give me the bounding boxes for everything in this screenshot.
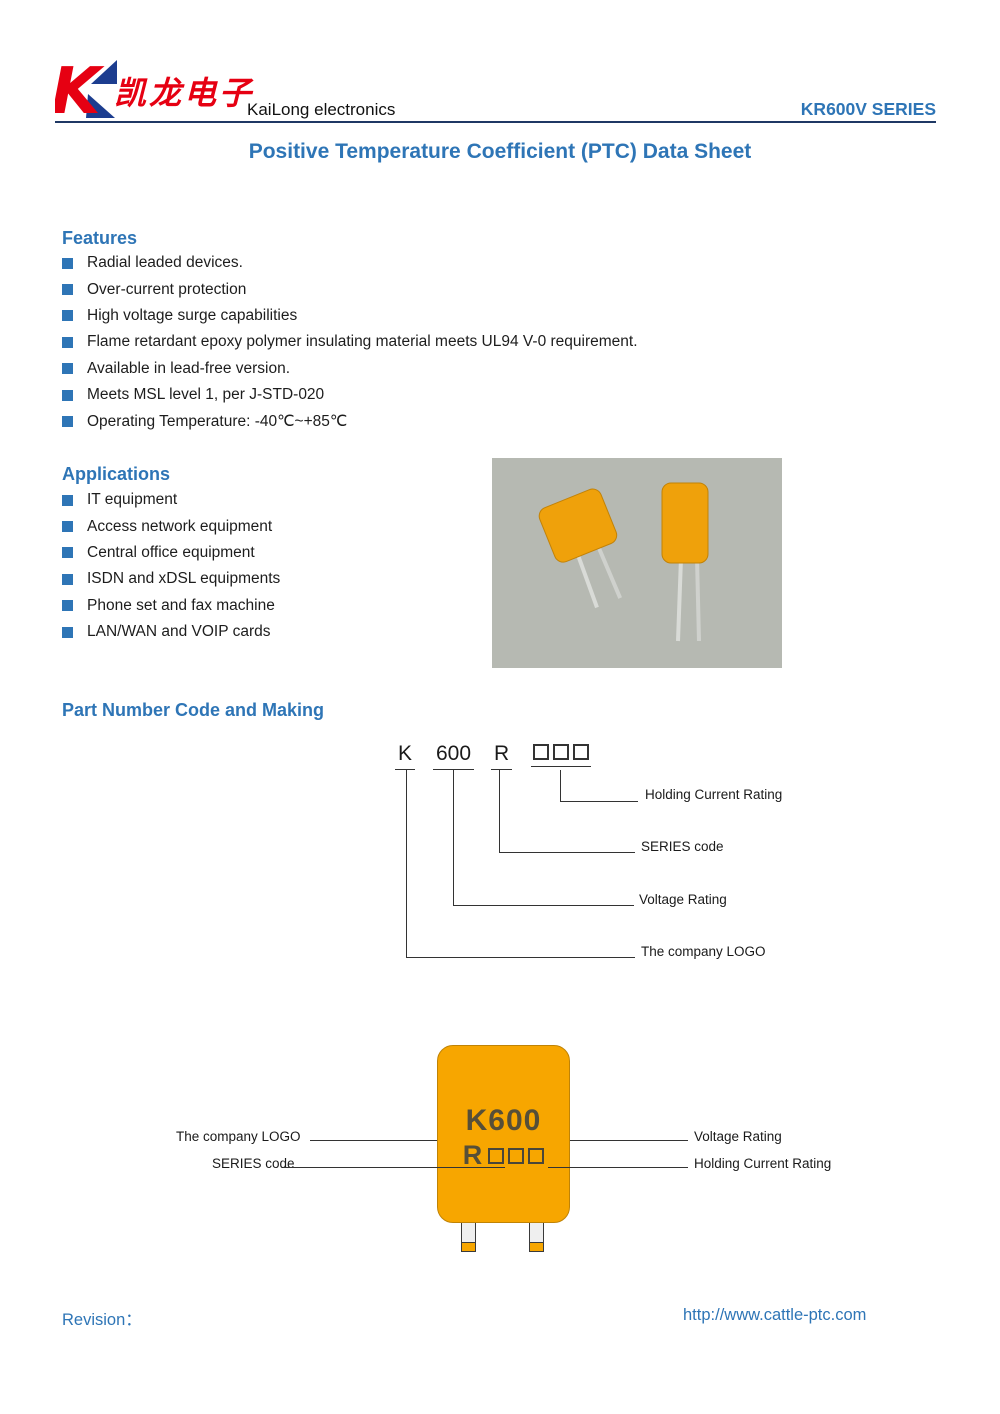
- bullet-square-icon: [62, 336, 73, 348]
- connector-line: [560, 770, 561, 801]
- connector-line: [560, 801, 638, 802]
- company-name-english: KaiLong electronics: [247, 100, 396, 119]
- device-body-drawing: K600 R: [437, 1045, 570, 1223]
- bullet-square-icon: [62, 547, 73, 559]
- connector-line: [406, 957, 635, 958]
- drawing-voltage-label: Voltage Rating: [694, 1129, 782, 1144]
- company-logo-label: The company LOGO: [641, 944, 766, 959]
- feature-item: High voltage surge capabilities: [62, 303, 638, 329]
- voltage-rating-label: Voltage Rating: [639, 892, 727, 907]
- marking-box: [508, 1147, 525, 1164]
- bullet-square-icon: [62, 310, 73, 322]
- code-box: [533, 744, 549, 760]
- logo-k-letter: K: [55, 58, 105, 120]
- company-name-chinese: 凯龙电子: [114, 75, 255, 111]
- connector-line: [453, 770, 454, 905]
- application-item: Central office equipment: [62, 540, 280, 566]
- holding-current-label: Holding Current Rating: [645, 787, 783, 802]
- page-title: Positive Temperature Coefficient (PTC) D…: [248, 140, 752, 163]
- connector-line: [499, 852, 635, 853]
- bullet-square-icon: [62, 494, 73, 506]
- feature-item: Available in lead-free version.: [62, 356, 638, 382]
- company-logo-k-icon: K: [55, 58, 117, 120]
- device-marking: K600 R: [438, 1104, 569, 1171]
- series-code-label: SERIES code: [641, 839, 724, 854]
- bullet-square-icon: [62, 600, 73, 612]
- website-link[interactable]: http://www.cattle-ptc.com: [683, 1306, 867, 1324]
- callout-line: [570, 1140, 688, 1141]
- bullet-square-icon: [62, 284, 73, 296]
- connector-line: [453, 905, 634, 906]
- code-logo-letter: K: [395, 742, 416, 770]
- callout-line: [310, 1140, 437, 1141]
- bullet-square-icon: [62, 257, 73, 269]
- feature-text: Operating Temperature: -40℃~+85℃: [87, 413, 348, 431]
- bullet-square-icon: [62, 521, 73, 533]
- feature-text: High voltage surge capabilities: [87, 306, 298, 324]
- header-divider: [55, 121, 936, 123]
- application-text: Phone set and fax machine: [87, 596, 275, 614]
- device-lead-tip: [462, 1242, 475, 1251]
- drawing-logo-label: The company LOGO: [176, 1129, 301, 1144]
- feature-text: Meets MSL level 1, per J-STD-020: [87, 386, 325, 404]
- drawing-holding-label: Holding Current Rating: [694, 1156, 832, 1171]
- ptc-device-right: [661, 482, 709, 642]
- feature-text: Over-current protection: [87, 280, 247, 298]
- application-text: ISDN and xDSL equipments: [87, 570, 281, 588]
- feature-item: Operating Temperature: -40℃~+85℃: [62, 408, 638, 434]
- feature-text: Flame retardant epoxy polymer insulating…: [87, 333, 638, 351]
- device-marking-series-row: R: [438, 1140, 569, 1171]
- feature-item: Flame retardant epoxy polymer insulating…: [62, 329, 638, 355]
- device-lead-right: [529, 1221, 544, 1252]
- feature-item: Radial leaded devices.: [62, 250, 638, 276]
- ptc-devices-image: [492, 458, 782, 668]
- code-series-letter: R: [491, 742, 513, 770]
- application-item: IT equipment: [62, 487, 280, 513]
- application-item: ISDN and xDSL equipments: [62, 566, 280, 592]
- code-box: [573, 744, 589, 760]
- application-text: LAN/WAN and VOIP cards: [87, 623, 271, 641]
- device-marking-model: K600: [465, 1104, 542, 1137]
- bullet-square-icon: [62, 573, 73, 585]
- bullet-square-icon: [62, 626, 73, 638]
- feature-item: Over-current protection: [62, 276, 638, 302]
- callout-line: [548, 1167, 688, 1168]
- device-lead-tip: [530, 1242, 543, 1251]
- feature-text: Available in lead-free version.: [87, 359, 291, 377]
- application-text: Central office equipment: [87, 543, 255, 561]
- connector-line: [499, 770, 500, 852]
- marking-box: [528, 1147, 545, 1164]
- ptc-device-left: [538, 488, 623, 609]
- features-list: Radial leaded devices. Over-current prot…: [62, 250, 638, 435]
- drawing-series-label: SERIES code: [212, 1156, 295, 1171]
- part-number-heading: Part Number Code and Making: [62, 700, 325, 720]
- application-item: LAN/WAN and VOIP cards: [62, 619, 280, 645]
- feature-text: Radial leaded devices.: [87, 254, 243, 272]
- logo-blue-wedge-top: [91, 60, 117, 84]
- revision-label: Revision：: [62, 1311, 142, 1329]
- applications-heading: Applications: [62, 464, 171, 484]
- series-title: KR600V SERIES: [800, 99, 936, 119]
- application-text: IT equipment: [87, 491, 178, 509]
- application-item: Access network equipment: [62, 513, 280, 539]
- code-voltage-value: 600: [433, 742, 475, 770]
- code-holding-boxes: [531, 742, 591, 767]
- application-item: Phone set and fax machine: [62, 593, 280, 619]
- bullet-square-icon: [62, 363, 73, 375]
- code-box: [553, 744, 569, 760]
- application-text: Access network equipment: [87, 517, 273, 535]
- features-heading: Features: [62, 228, 138, 248]
- callout-line: [283, 1167, 505, 1168]
- bullet-square-icon: [62, 389, 73, 401]
- device-marking-series-letter: R: [462, 1140, 483, 1170]
- marking-box: [488, 1147, 505, 1164]
- feature-item: Meets MSL level 1, per J-STD-020: [62, 382, 638, 408]
- product-photo: [492, 458, 782, 668]
- bullet-square-icon: [62, 416, 73, 428]
- connector-line: [406, 770, 407, 957]
- device-lead-left: [461, 1221, 476, 1252]
- applications-list: IT equipment Access network equipment Ce…: [62, 487, 280, 645]
- logo-blue-wedge-bottom: [86, 94, 115, 118]
